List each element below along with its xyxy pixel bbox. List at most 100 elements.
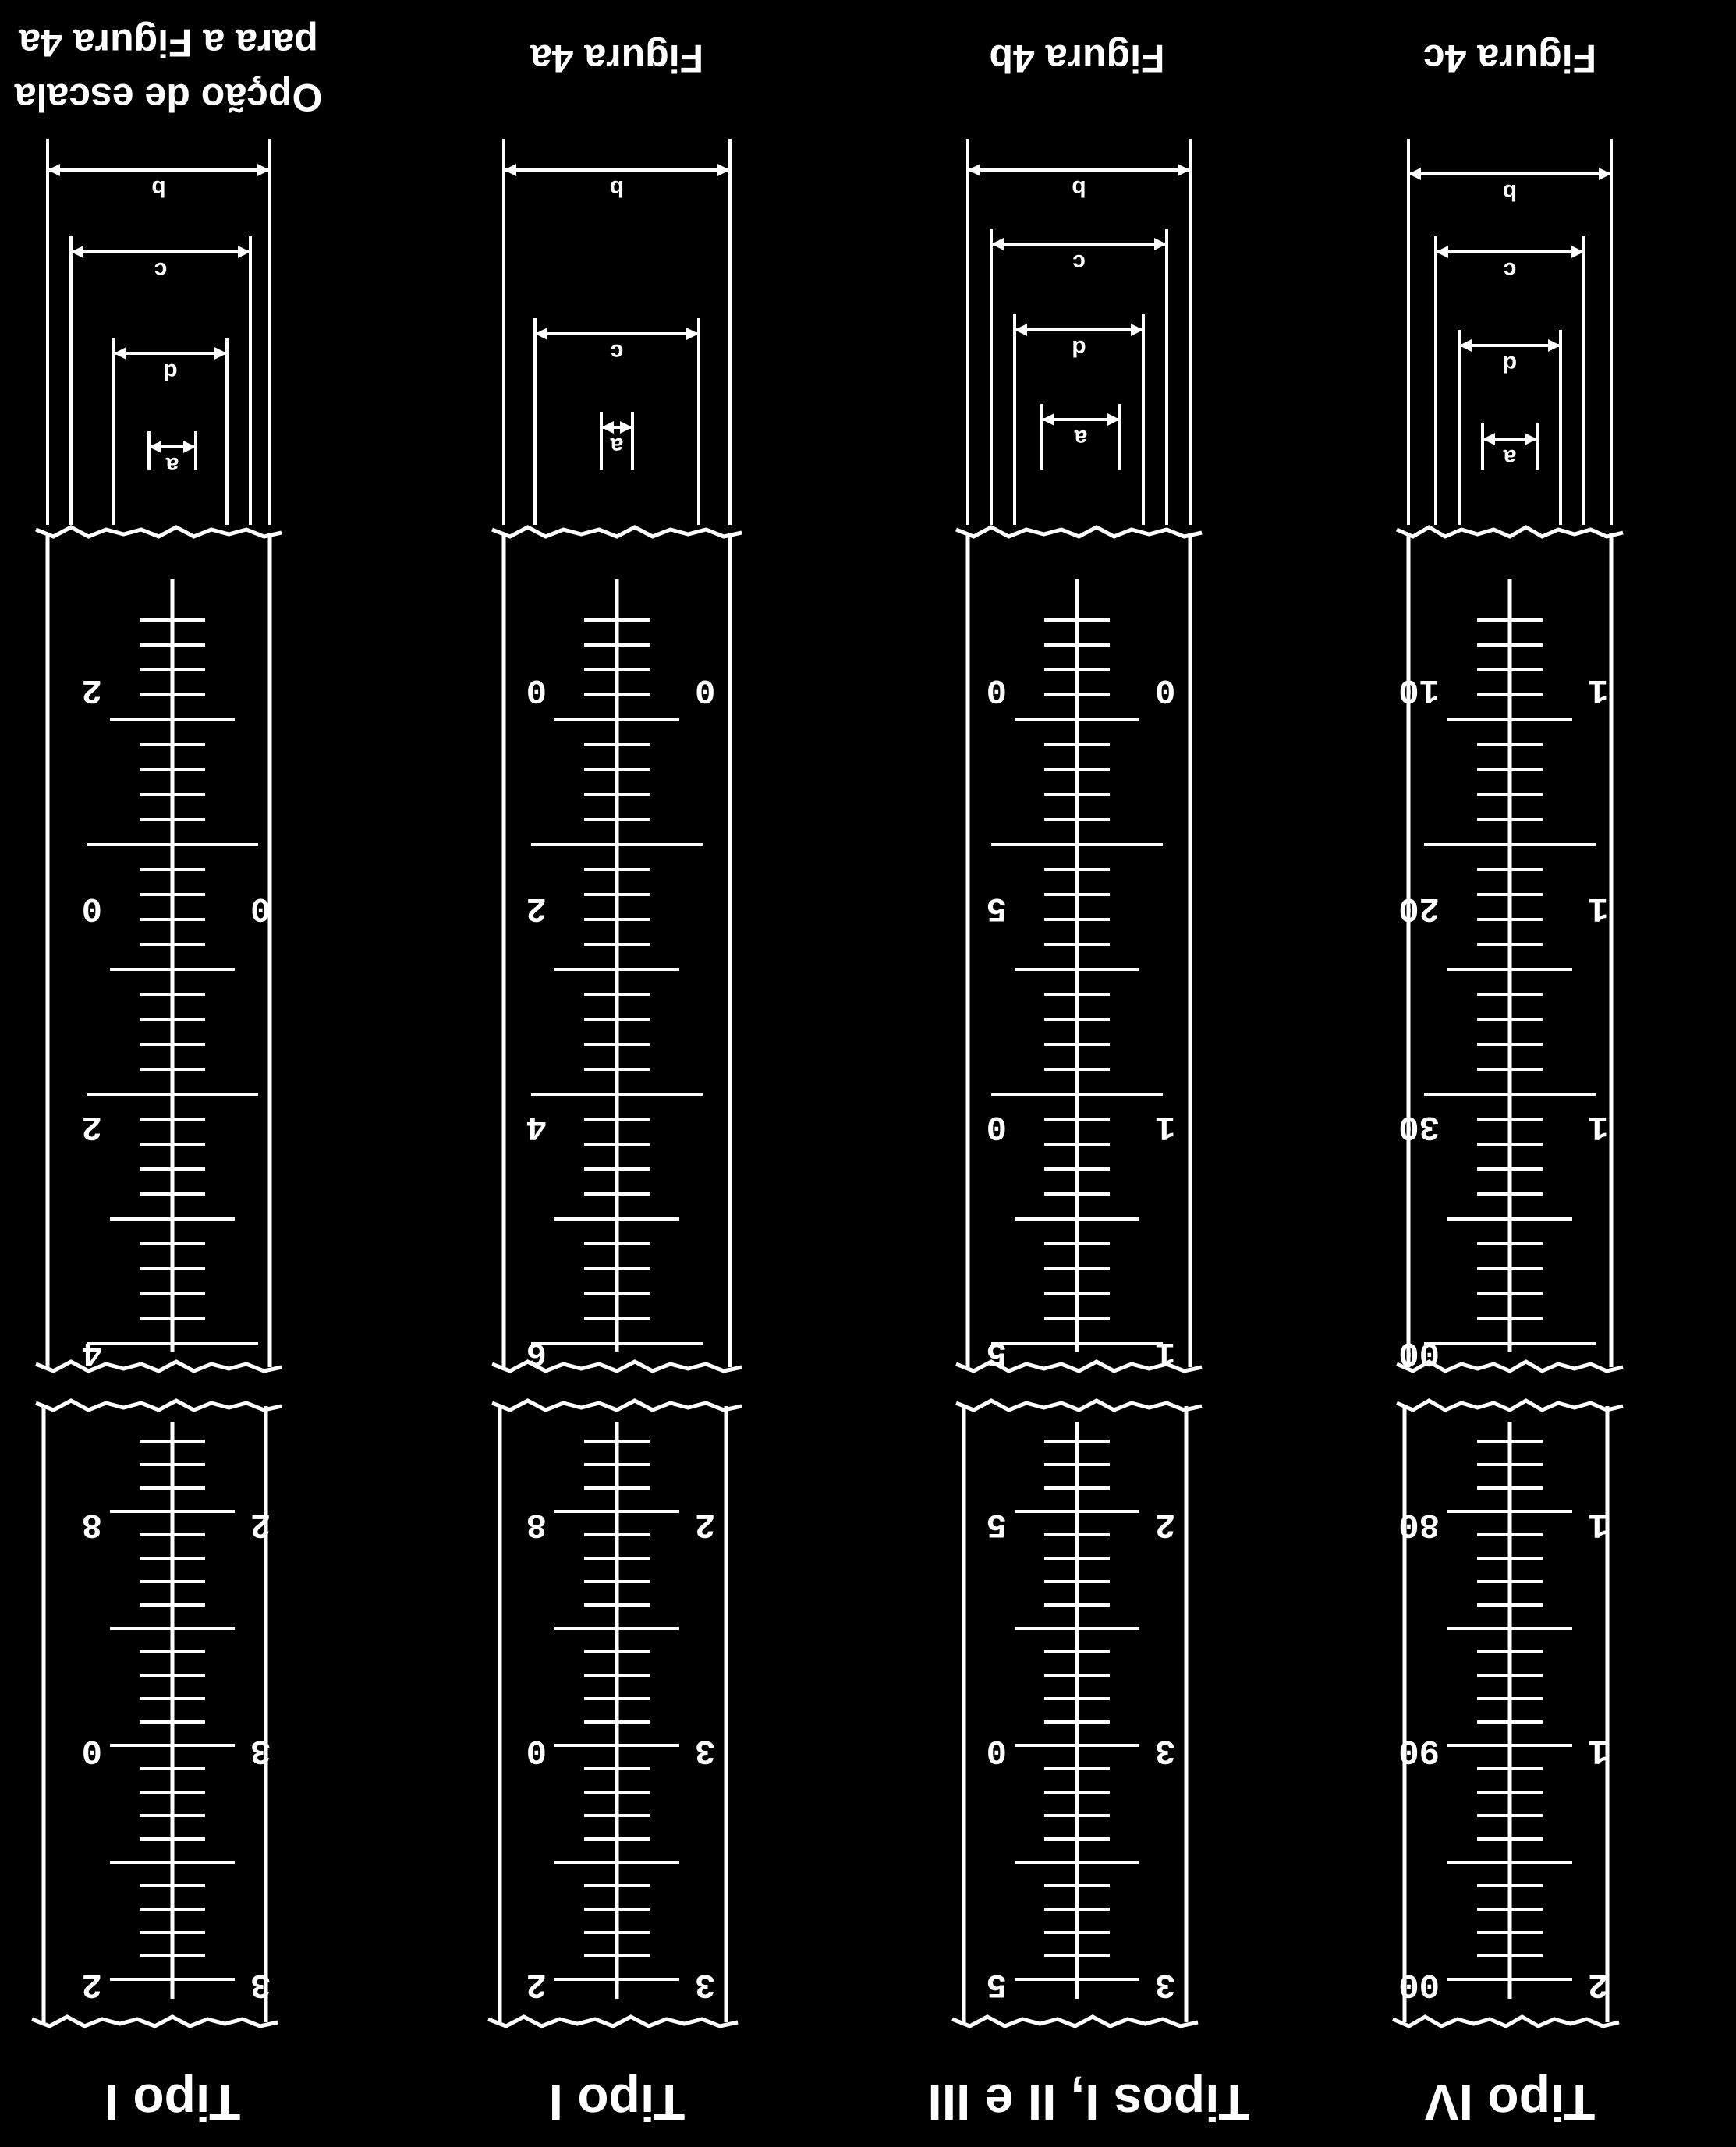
dimension-letter-c: c (1072, 250, 1086, 275)
break-line-bottom (487, 2014, 739, 2028)
figure-labels: Figura 4c Figura 4b Figura 4a Opção de e… (13, 21, 1596, 2131)
scale-label-left: 5 (987, 1504, 1007, 1543)
label-tipo-iv: Tipo IV (1425, 2074, 1596, 2131)
scale-label-left: 8 (82, 1504, 102, 1543)
dimension-arrow-a (601, 421, 632, 434)
dimension-letter-b: b (151, 175, 165, 201)
dimension-letter-b: b (610, 175, 624, 201)
break-line-middle-bottom (955, 1398, 1203, 1412)
scale-label-right: 0 (250, 888, 271, 927)
scale-label-left: 10 (1398, 670, 1440, 709)
scale-label-left: 5 (987, 1333, 1007, 1372)
scale-label-left: 2 (82, 1107, 102, 1146)
dimension-extension-lines (966, 139, 1192, 525)
dimension-arrows: b c a (504, 164, 730, 459)
break-line-upper (1396, 525, 1624, 539)
scale-label-left: 20 (1398, 888, 1440, 927)
break-line-bottom (1392, 2014, 1620, 2028)
dimension-arrow-b (504, 164, 730, 176)
dimension-extension-lines (1407, 139, 1613, 525)
dimension-arrow-d (1459, 339, 1561, 352)
scale-label-left: 2 (82, 670, 102, 709)
break-line-middle-top (491, 1359, 742, 1373)
scale-label-left: 30 (1398, 1107, 1440, 1146)
break-line-middle-top (1396, 1359, 1624, 1373)
dimension-letter-c: c (154, 257, 168, 283)
dimension-letter-a: a (165, 452, 179, 478)
dimension-letter-c: c (611, 339, 624, 365)
scale-label-right: 3 (1155, 1965, 1175, 2004)
scale-label-left: 0 (987, 1107, 1007, 1146)
dimension-letter-d: d (1072, 335, 1086, 361)
title-para-a-figura-4a: para a Figura 4a (18, 21, 318, 65)
scale-label-right: 3 (695, 1731, 715, 1770)
scale-label-left: 8 (526, 1504, 547, 1543)
scale-label-left: 0 (82, 1731, 102, 1770)
dimension-arrow-a (149, 441, 196, 453)
scale-label-right: 0 (1155, 670, 1175, 709)
scale-label-right: 3 (1155, 1731, 1175, 1770)
break-line-middle-bottom (491, 1398, 742, 1412)
scale-label-right: 1 (1588, 1107, 1608, 1146)
dimension-letter-a: a (610, 433, 623, 459)
scale-label-left: 6 (526, 1333, 547, 1372)
dimension-letter-d: d (1503, 351, 1517, 377)
dimension-arrow-b (48, 164, 270, 176)
scale-label-right: 0 (695, 670, 715, 709)
scale-label-left: 2 (526, 888, 547, 927)
dimension-letter-c: c (1504, 257, 1517, 283)
dimension-arrow-b (968, 164, 1190, 176)
scale-label-left: 00 (1398, 1965, 1440, 2004)
break-line-middle-bottom (1396, 1398, 1624, 1412)
scale-label-right: 1 (1588, 1504, 1608, 1543)
scale-label-left: 00 (1398, 1333, 1440, 1372)
dimension-letter-a: a (1503, 445, 1516, 470)
scale-label-left: 80 (1398, 1504, 1440, 1543)
dimension-extension-lines (46, 139, 271, 525)
scale-label-right: 1 (1588, 888, 1608, 927)
title-figura-4c: Figura 4c (1423, 37, 1596, 80)
scale-label-right: 1 (1155, 1107, 1175, 1146)
label-tipo-i-option: Tipo I (105, 2074, 241, 2131)
dimension-arrow-b (1408, 168, 1611, 180)
dimension-arrow-d (1015, 324, 1143, 336)
scale-label-right: 3 (250, 1965, 271, 2004)
scale-label-left: 0 (987, 670, 1007, 709)
scale-label-left: 0 (526, 1731, 547, 1770)
scale-label-left: 0 (987, 1731, 1007, 1770)
scale-label-left: 5 (987, 1965, 1007, 2004)
break-line-upper (35, 525, 282, 539)
dimension-extension-lines (502, 139, 732, 525)
scale-label-right: 3 (250, 1731, 271, 1770)
scale-label-left: 0 (82, 888, 102, 927)
scale-label-left: 4 (526, 1107, 547, 1146)
scale-label-right: 1 (1155, 1333, 1175, 1372)
dimension-letter-a: a (1074, 425, 1087, 451)
label-tipos-i-ii-iii: Tipos I, II e III (927, 2074, 1249, 2131)
scale-label-right: 2 (250, 1504, 271, 1543)
break-line-middle-top (955, 1359, 1203, 1373)
scale-label-left: 5 (987, 888, 1007, 927)
title-opcao-de-escala: Opção de escala (13, 76, 322, 119)
break-line-bottom (951, 2014, 1199, 2028)
scale-label-right: 2 (1588, 1965, 1608, 2004)
title-figura-4b: Figura 4b (989, 37, 1164, 80)
title-figura-4a: Figura 4a (530, 37, 703, 80)
dimension-arrow-c (71, 246, 250, 258)
scale-label-right: 1 (1588, 670, 1608, 709)
break-line-upper (491, 525, 742, 539)
